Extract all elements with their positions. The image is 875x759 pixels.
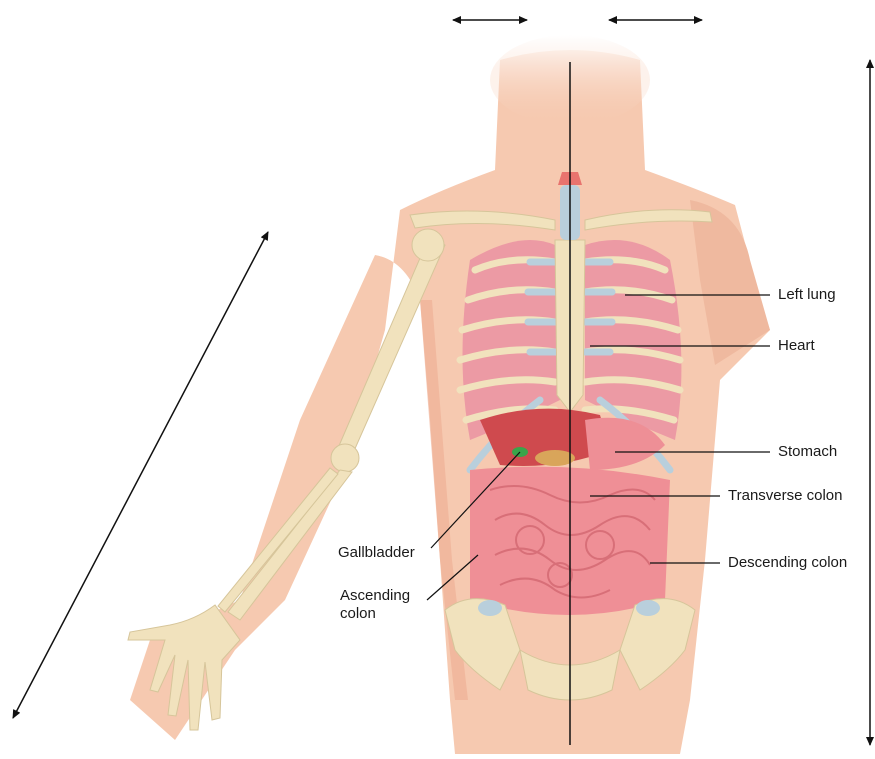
label-ascending-colon-line1: Ascending bbox=[340, 587, 410, 605]
label-gallbladder: Gallbladder bbox=[338, 544, 415, 562]
label-transverse-colon: Transverse colon bbox=[728, 487, 843, 505]
label-left-lung: Left lung bbox=[778, 286, 836, 304]
label-ascending-colon-line2: colon bbox=[340, 605, 376, 623]
label-heart: Heart bbox=[778, 337, 815, 355]
label-descending-colon: Descending colon bbox=[728, 554, 847, 572]
label-stomach: Stomach bbox=[778, 443, 837, 461]
